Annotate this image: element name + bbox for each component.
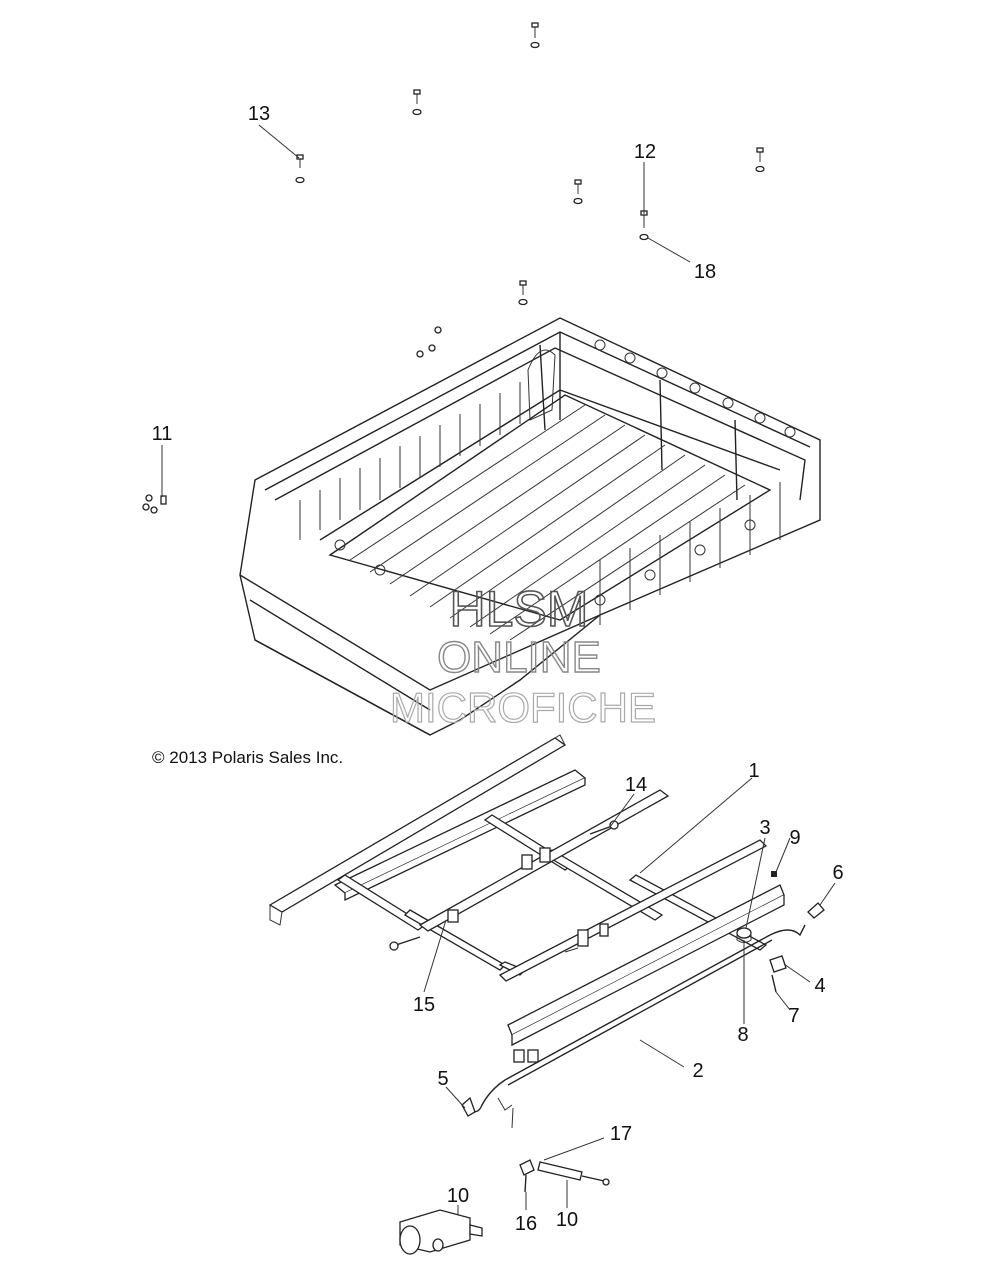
cargo-box xyxy=(239,317,821,736)
leader-lines xyxy=(161,124,836,1215)
box-frame xyxy=(268,734,785,1063)
callout-7: 7 xyxy=(788,1005,799,1027)
callout-10-actuator: 10 xyxy=(447,1185,469,1207)
callout-10-strut: 10 xyxy=(556,1209,578,1231)
screw-cluster-11 xyxy=(142,494,167,514)
copyright-notice: © 2013 Polaris Sales Inc. xyxy=(152,748,343,767)
callout-4: 4 xyxy=(814,975,825,997)
screw-top-2 xyxy=(412,89,422,116)
callout-5: 5 xyxy=(437,1068,448,1090)
callout-18: 18 xyxy=(694,261,716,283)
watermark-line1: HLSM xyxy=(450,581,589,637)
pin-7 xyxy=(771,974,777,993)
screw-13 xyxy=(295,154,305,184)
callout-17: 17 xyxy=(610,1123,632,1145)
callout-8: 8 xyxy=(737,1024,748,1046)
callout-14: 14 xyxy=(625,774,647,796)
knob-6 xyxy=(807,902,825,919)
watermark: HLSM ONLINE MICROFICHE xyxy=(389,580,656,731)
bushing-8 xyxy=(736,927,752,943)
screw-cluster-left xyxy=(416,326,442,358)
floor-ribs xyxy=(349,404,746,641)
callout-12: 12 xyxy=(634,141,656,163)
callout-6: 6 xyxy=(832,862,843,884)
callout-9: 9 xyxy=(789,827,800,849)
screw-top-1 xyxy=(530,22,540,49)
rim-pockets xyxy=(334,339,796,606)
screw-12 xyxy=(639,210,649,241)
fastener-group-top xyxy=(142,22,765,514)
callout-3: 3 xyxy=(759,817,770,839)
screw-top-4 xyxy=(755,147,765,173)
hardware xyxy=(389,820,825,993)
watermark-line2: ONLINE xyxy=(437,633,601,682)
actuator-motor xyxy=(399,1209,483,1255)
nut-9 xyxy=(771,871,777,877)
callout-1: 1 xyxy=(748,760,759,782)
gas-strut xyxy=(519,1159,610,1193)
side-wall-ribs xyxy=(599,482,781,625)
latch-rod xyxy=(461,924,806,1129)
callout-13: 13 xyxy=(248,103,270,125)
callout-15: 15 xyxy=(413,994,435,1016)
front-wall-ribs xyxy=(299,382,521,540)
callout-2: 2 xyxy=(692,1060,703,1082)
screw-top-3 xyxy=(573,179,583,205)
callout-11: 11 xyxy=(152,423,173,445)
watermark-line3: MICROFICHE xyxy=(390,684,656,731)
bolt-15 xyxy=(389,936,421,951)
callouts: 13 12 18 11 1 14 3 9 6 4 7 8 15 2 5 17 1… xyxy=(152,103,844,1235)
callout-16: 16 xyxy=(515,1213,537,1235)
clip-4 xyxy=(769,955,787,973)
screw-top-5 xyxy=(518,280,528,306)
